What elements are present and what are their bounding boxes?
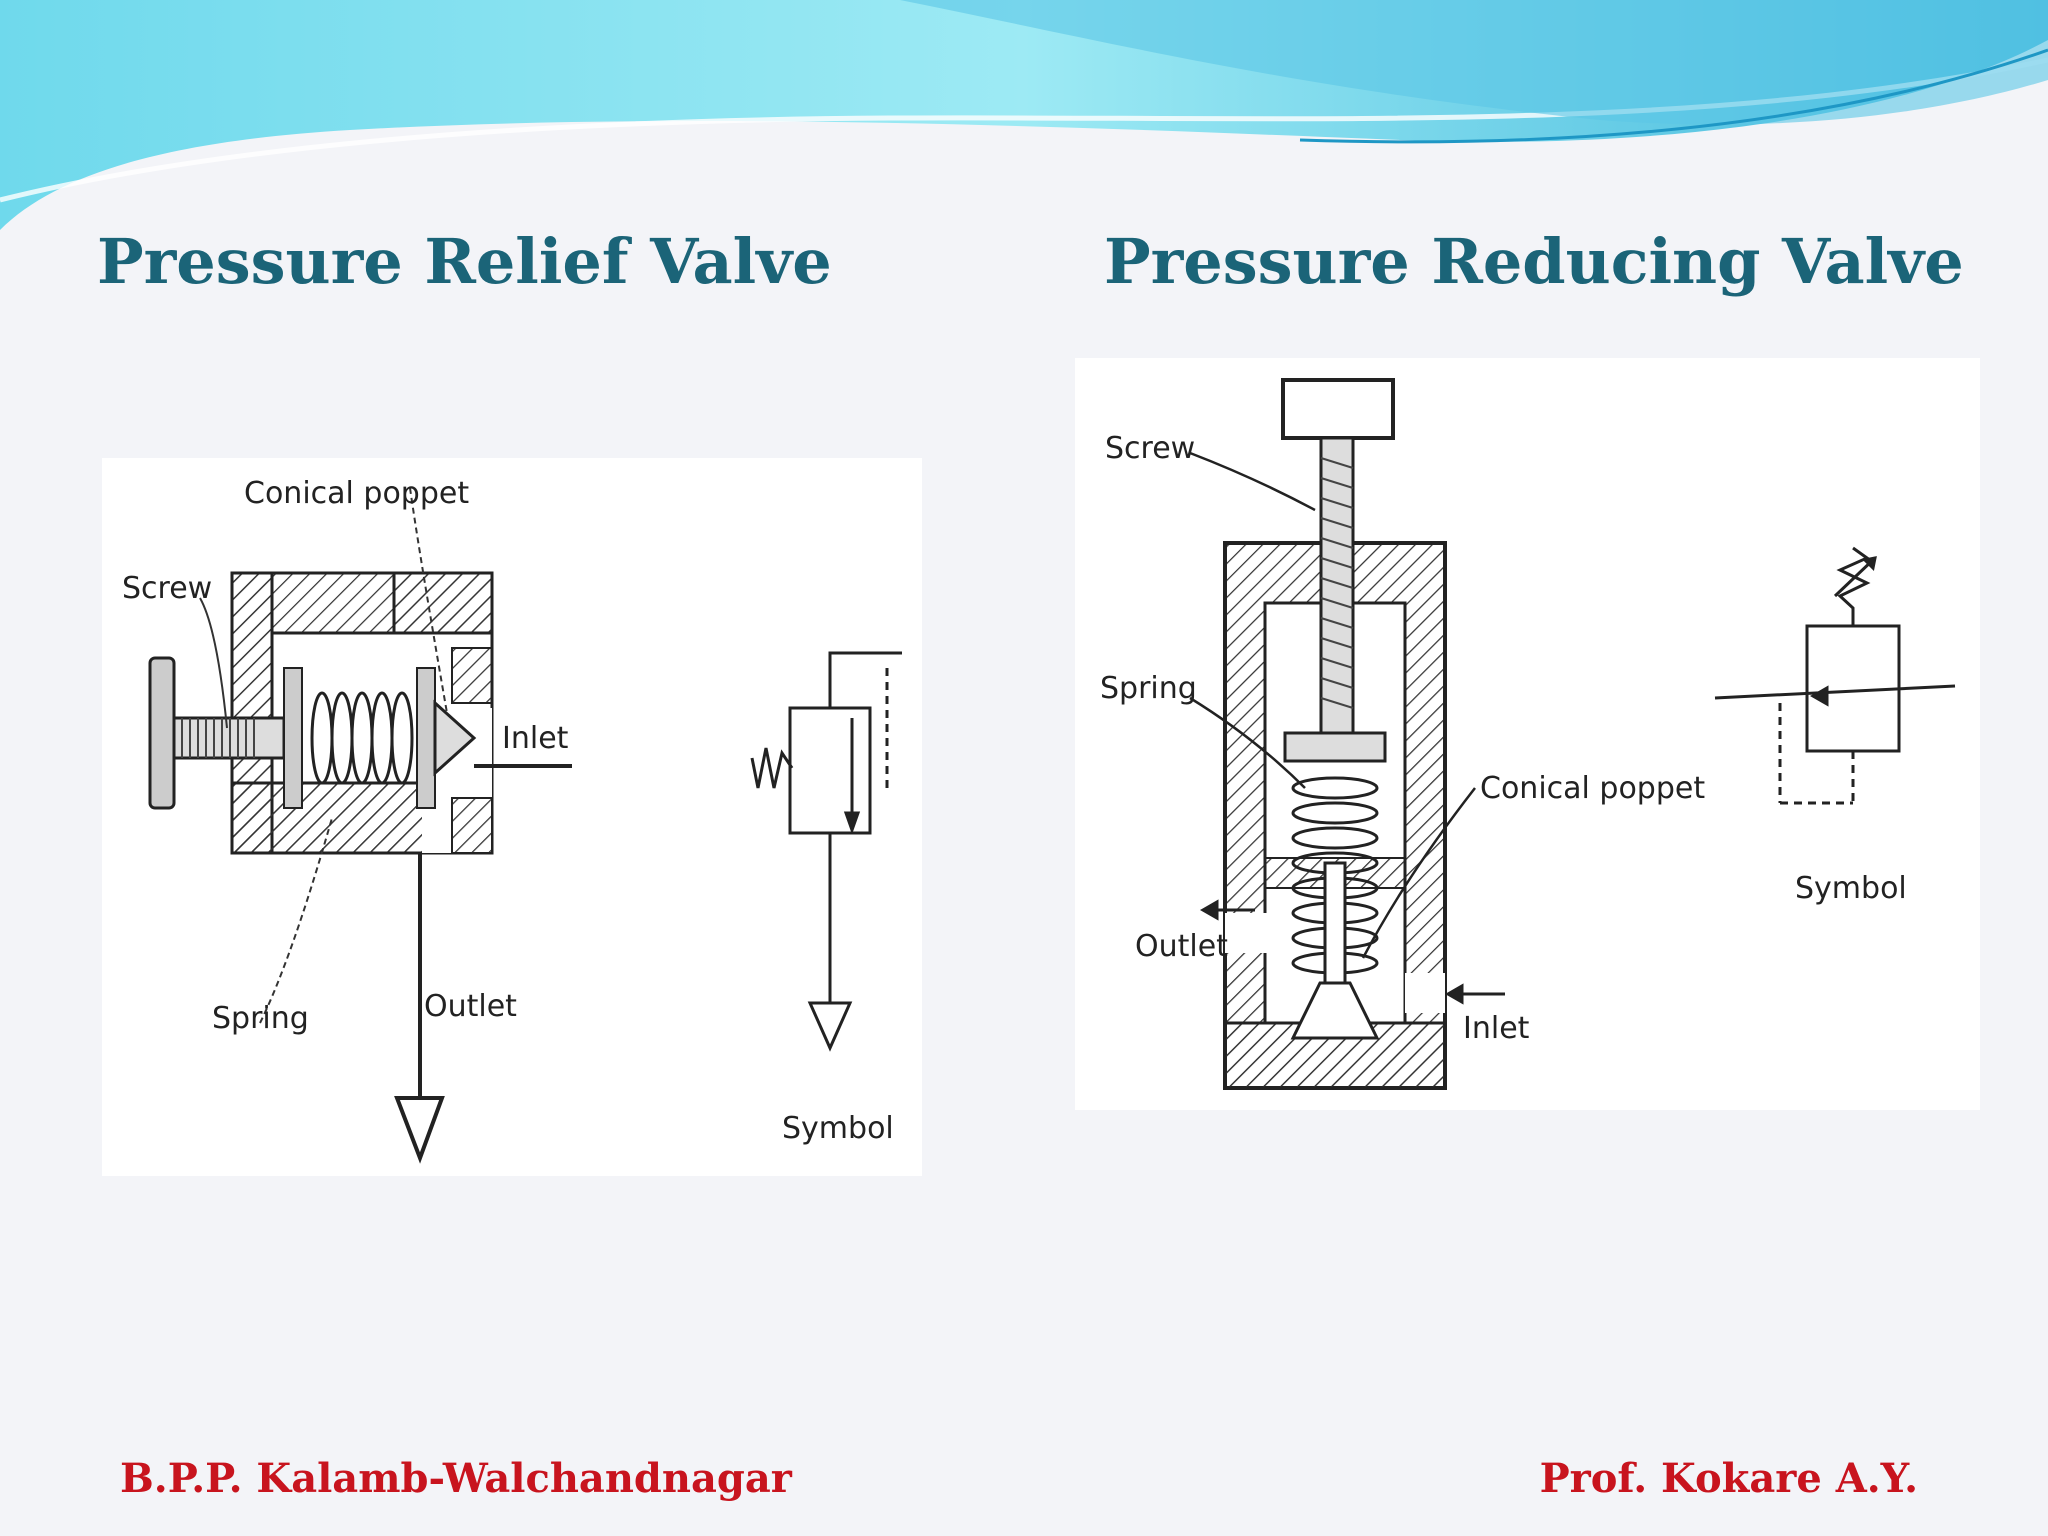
label-conical-poppet: Conical poppet (1480, 771, 1705, 806)
poppet-stem (1323, 861, 1347, 985)
reducing-valve-title: Pressure Reducing Valve (1104, 225, 1964, 298)
leader-lines (1189, 451, 1476, 959)
conical-poppet (1290, 981, 1380, 1040)
relief-valve-title: Pressure Relief Valve (97, 225, 832, 298)
label-inlet: Inlet (502, 721, 569, 756)
footer-institution: B.P.P. Kalamb-Walchandnagar (120, 1455, 792, 1502)
spring-plate (1283, 731, 1387, 763)
label-spring: Spring (1100, 671, 1197, 706)
spring-plate (283, 667, 303, 809)
label-outlet: Outlet (424, 989, 517, 1024)
label-symbol: Symbol (1795, 871, 1907, 906)
relief-valve-symbol (750, 651, 902, 1052)
screw-threads (1320, 457, 1354, 709)
label-outlet: Outlet (1135, 929, 1228, 964)
label-inlet: Inlet (1463, 1011, 1530, 1046)
valve-body (230, 571, 494, 855)
header-wave (0, 0, 2048, 230)
spring-coils (310, 691, 414, 785)
reducing-valve-symbol (1714, 546, 1956, 805)
label-screw: Screw (122, 571, 212, 606)
relief-valve-diagram: Conical poppet Screw Inlet Spring Outlet… (102, 458, 922, 1176)
reducing-valve-svg: Screw Spring Conical poppet Outlet Inlet… (1100, 378, 1956, 1090)
reducing-valve-diagram: Screw Spring Conical poppet Outlet Inlet… (1075, 358, 1980, 1110)
label-spring: Spring (212, 1001, 309, 1036)
poppet-plate (416, 667, 436, 809)
tank-symbol (394, 1096, 445, 1164)
relief-valve-svg: Conical poppet Screw Inlet Spring Outlet… (122, 476, 902, 1164)
label-symbol: Symbol (782, 1111, 894, 1146)
flow-arrows (1199, 899, 1505, 1005)
screw-head (1281, 378, 1395, 440)
footer-author: Prof. Kokare A.Y. (1539, 1455, 1918, 1502)
screw-threads (181, 718, 255, 758)
label-screw: Screw (1105, 431, 1195, 466)
screw-knob (148, 656, 176, 810)
label-conical-poppet: Conical poppet (244, 476, 469, 511)
conical-poppet (433, 699, 477, 777)
